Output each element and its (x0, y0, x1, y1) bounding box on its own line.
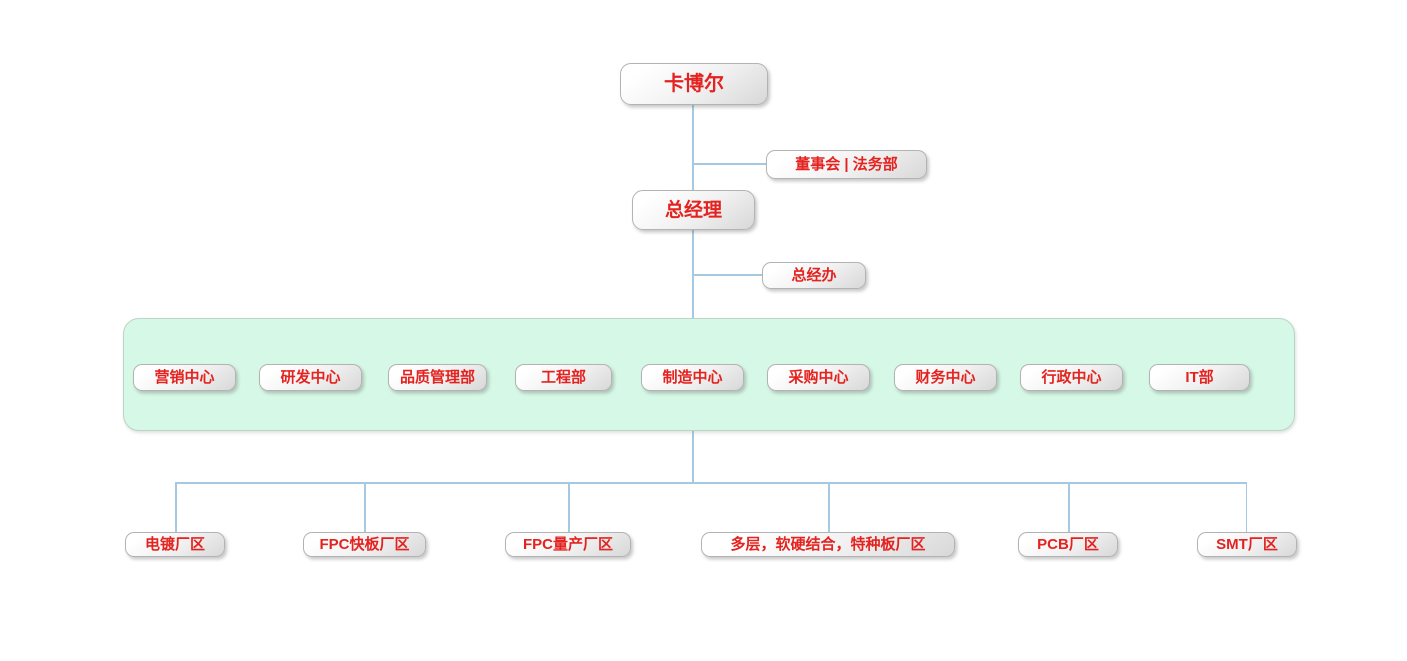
department-node-finance: 财务中心 (894, 364, 997, 391)
factory-label: FPC量产厂区 (522, 536, 613, 553)
department-label: 行政中心 (1041, 369, 1102, 386)
connector-drop-factory-6 (1245, 482, 1247, 532)
department-label: 制造中心 (662, 369, 723, 386)
department-node-rnd: 研发中心 (259, 364, 362, 391)
factory-node-multilayer-rigidflex-special: 多层，软硬结合，特种板厂区 (701, 532, 955, 557)
org-root-label: 卡博尔 (664, 73, 724, 95)
factory-node-plating: 电镀厂区 (125, 532, 225, 557)
board-legal-node: 董事会 | 法务部 (766, 150, 927, 179)
department-node-admin: 行政中心 (1020, 364, 1123, 391)
department-label: 工程部 (540, 369, 586, 386)
department-node-procurement: 采购中心 (767, 364, 870, 391)
department-label: 研发中心 (280, 369, 341, 386)
factory-node-pcb: PCB厂区 (1018, 532, 1118, 557)
gm-office-node: 总经办 (762, 262, 866, 289)
general-manager-label: 总经理 (664, 199, 722, 221)
connector-drop-factory-4 (828, 482, 830, 532)
department-node-quality: 品质管理部 (388, 364, 487, 391)
factory-label: 多层，软硬结合，特种板厂区 (730, 536, 926, 553)
connector-root-to-gm (692, 105, 694, 191)
department-label: 财务中心 (915, 369, 976, 386)
connector-branch-gm-office (692, 274, 762, 276)
connector-bus (175, 482, 1247, 484)
connector-drop-factory-3 (568, 482, 570, 532)
factory-label: PCB厂区 (1037, 536, 1099, 553)
factory-label: 电镀厂区 (144, 536, 205, 553)
factory-node-smt: SMT厂区 (1197, 532, 1297, 557)
connector-drop-factory-1 (175, 482, 177, 532)
connector-drop-factory-2 (364, 482, 366, 532)
department-node-it: IT部 (1149, 364, 1250, 391)
factory-node-fpc-quickturn: FPC快板厂区 (303, 532, 426, 557)
department-label: 营销中心 (154, 369, 215, 386)
connector-branch-board (692, 163, 766, 165)
department-label: 采购中心 (788, 369, 849, 386)
department-label: IT部 (1185, 369, 1214, 386)
gm-office-label: 总经办 (791, 267, 837, 284)
factory-node-fpc-mass-production: FPC量产厂区 (505, 532, 631, 557)
factory-label: FPC快板厂区 (319, 536, 410, 553)
department-node-engineering: 工程部 (515, 364, 612, 391)
department-node-manufacturing: 制造中心 (641, 364, 744, 391)
factory-label: SMT厂区 (1216, 536, 1278, 553)
department-label: 品质管理部 (399, 369, 475, 386)
general-manager-node: 总经理 (632, 190, 755, 230)
department-node-marketing: 营销中心 (133, 364, 236, 391)
connector-band-to-bus (692, 431, 694, 482)
org-root-node: 卡博尔 (620, 63, 768, 105)
board-legal-label: 董事会 | 法务部 (795, 156, 898, 173)
connector-drop-factory-5 (1068, 482, 1070, 532)
